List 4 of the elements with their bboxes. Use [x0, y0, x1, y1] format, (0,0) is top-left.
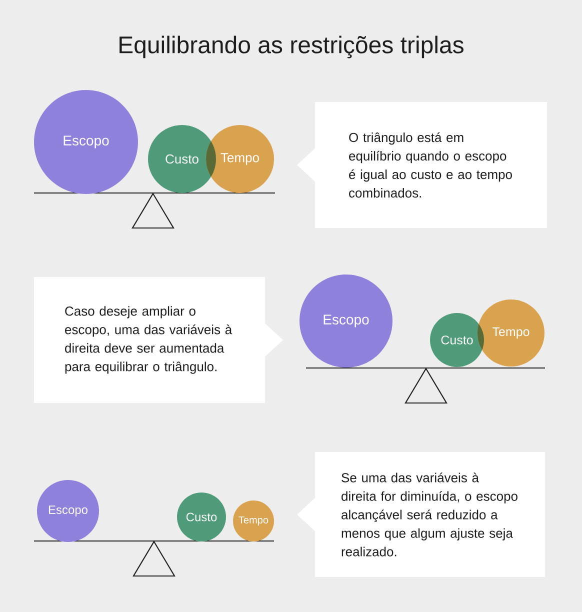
callout-box: O triângulo está em equilíbrio quando o escopo é igual ao custo e ao tempo combinados.	[297, 102, 547, 228]
callout-box: Caso deseje ampliar o escopo, uma das variáveis à direita deve ser aumentada para equilibrar o triângulo.	[34, 277, 283, 403]
title: Equilibrando as restrições triplas	[120, 36, 464, 58]
callout-box: Se uma das variáveis à direita for diminuída, o escopo alcançável será reduzido a menos que algum ajuste seja realizado.	[297, 452, 545, 577]
